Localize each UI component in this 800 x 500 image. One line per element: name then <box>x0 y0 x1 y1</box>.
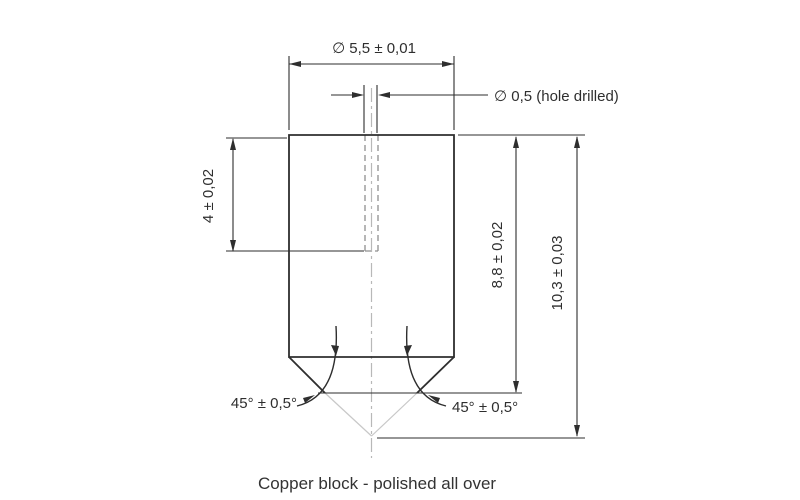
arrow-left-icon <box>378 92 390 98</box>
dimension-total-height: 10,3 ± 0,03 <box>549 136 580 437</box>
arrow-up-right-icon <box>303 395 315 403</box>
dimension-shoulder-height: 8,8 ± 0,02 <box>489 136 519 393</box>
hole-depth-label: 4 ± 0,02 <box>200 169 217 223</box>
arrow-down-icon <box>513 381 519 393</box>
arrow-up-icon <box>574 136 580 148</box>
dimension-hole-depth: 4 ± 0,02 <box>200 137 364 252</box>
dimension-outer-diameter: ∅ 5,5 ± 0,01 <box>288 40 455 130</box>
total-height-label: 10,3 ± 0,03 <box>549 236 566 311</box>
hole-diameter-label: ∅ 0,5 (hole drilled) <box>494 88 619 105</box>
arrow-up-left-icon <box>428 395 440 403</box>
drilled-hole-hidden-lines <box>364 135 379 252</box>
arrow-right-icon <box>352 92 364 98</box>
arrow-up-icon <box>230 138 236 150</box>
extension-lines-right <box>318 134 585 439</box>
arrow-left-icon <box>289 61 301 67</box>
shoulder-height-label: 8,8 ± 0,02 <box>489 222 506 289</box>
cone-apex-construction-lines <box>324 392 418 437</box>
outer-diameter-label: ∅ 5,5 ± 0,01 <box>332 40 416 57</box>
arrow-down-icon <box>404 345 412 356</box>
arrow-down-icon <box>230 240 236 252</box>
copper-block-outline <box>288 134 455 394</box>
drawing-caption: Copper block - polished all over <box>258 474 496 493</box>
dimension-chamfer-angle-right: 45° ± 0,5° <box>404 325 518 416</box>
chamfer-angle-right-label: 45° ± 0,5° <box>452 399 518 416</box>
dimension-hole-diameter: ∅ 0,5 (hole drilled) <box>331 85 619 133</box>
chamfer-angle-left-label: 45° ± 0,5° <box>231 395 297 412</box>
arrow-right-icon <box>442 61 454 67</box>
arrow-down-icon <box>574 425 580 437</box>
dimension-chamfer-angle-left: 45° ± 0,5° <box>231 325 339 412</box>
arrow-down-icon <box>331 345 339 356</box>
arrow-up-icon <box>513 136 519 148</box>
